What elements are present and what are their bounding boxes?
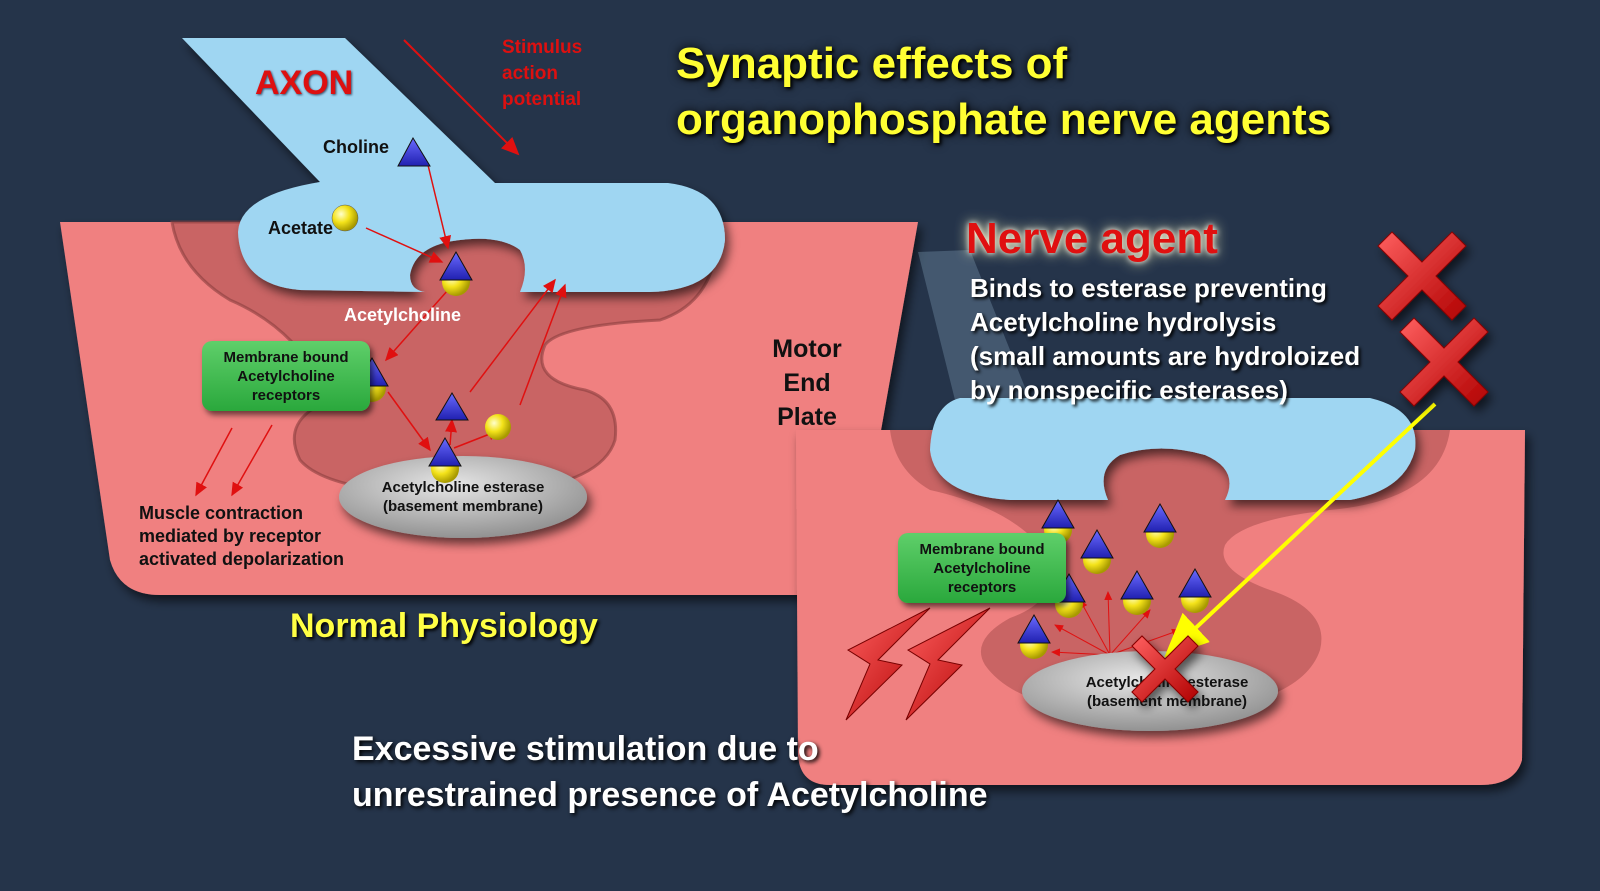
axon-label: AXON [255, 64, 354, 102]
desc-line-4: by nonspecific esterases) [970, 375, 1288, 405]
choline-arrow [427, 164, 452, 250]
page-title: Synaptic effects of organophosphate nerv… [676, 36, 1331, 148]
to-esterase-arrow [387, 391, 431, 452]
receptor-box-agent: Membrane bound Acetylcholine receptors [898, 533, 1066, 603]
muscle-contraction-label: Muscle contraction mediated by receptor … [139, 502, 344, 571]
stimulus-line-1: Stimulus [502, 37, 583, 58]
receptor-line-3: receptors [251, 386, 321, 404]
stimulus-label: Stimulus action potential [502, 35, 582, 113]
axon-terminal-normal [182, 38, 725, 292]
motor-line-3: Plate [777, 403, 837, 431]
acetylcholine-icon-a5 [1120, 569, 1154, 615]
acetylcholine-icon-a7 [1017, 613, 1051, 659]
contraction-arrow-1 [195, 427, 233, 497]
block-x-icon-2 [1399, 317, 1489, 407]
esterase-agent-line-2: (basement membrane) [1086, 693, 1248, 710]
receptor-agent-line-3: receptors [947, 578, 1017, 596]
choline-out-arrow [445, 418, 458, 446]
stimulus-line-3: potential [502, 89, 582, 110]
desc-line-1: Binds to esterase preventing [970, 273, 1327, 303]
free-acetate-icon [485, 414, 511, 440]
acetate-arrow [365, 227, 444, 263]
muscle-line-3: activated depolarization [139, 549, 345, 569]
title-line-1: Synaptic effects of [676, 39, 1068, 88]
acetylcholine-icon [439, 250, 473, 296]
receptor-agent-line-2: Acetylcholine [933, 559, 1031, 577]
esterase-ellipse-normal [339, 456, 587, 538]
desc-line-3: (small amounts are hydroloized [970, 341, 1361, 371]
reuptake-arrow-1 [469, 278, 556, 393]
normal-physiology-caption: Normal Physiology [290, 607, 598, 645]
esterase-label-normal: Acetylcholine esterase (basement membran… [364, 478, 562, 516]
esterase-line-2: (basement membrane) [382, 498, 544, 515]
muscle-line-1: Muscle contraction [139, 503, 304, 523]
axon-terminal-agent [930, 398, 1416, 500]
excess-stimulation-arrows [845, 607, 991, 721]
esterase-label-agent: Acetylcholine esterase (basement membran… [1062, 673, 1272, 711]
free-choline-icon [435, 392, 469, 421]
esterase-line-1: Acetylcholine esterase [381, 479, 545, 496]
motor-line-2: End [783, 369, 831, 397]
muscle-line-2: mediated by receptor [139, 526, 322, 546]
release-arrow [385, 289, 449, 362]
effect-line-1: Excessive stimulation due to [352, 730, 819, 768]
nerve-agent-heading: Nerve agent [966, 214, 1218, 263]
effect-line-2: unrestrained presence of Acetylcholine [352, 776, 988, 814]
desc-line-2: Acetylcholine hydrolysis [970, 307, 1277, 337]
stimulus-arrow [403, 39, 520, 156]
receptor-box-normal: Membrane bound Acetylcholine receptors [202, 341, 370, 411]
reuptake-arrow-2 [519, 283, 567, 406]
title-line-2: organophosphate nerve agents [676, 95, 1332, 144]
block-x-icon-1 [1377, 231, 1467, 321]
motor-end-plate-label: Motor End Plate [762, 332, 852, 434]
acetylcholine-icon-a6 [1178, 567, 1212, 613]
esterase-agent-line-1: Acetylcholine esterase [1085, 674, 1249, 691]
acetate-label: Acetate [268, 218, 334, 238]
acetylcholine-icon-a2 [1080, 528, 1114, 574]
acetylcholine-icon-a3 [1143, 502, 1177, 548]
receptor-line-1: Membrane bound [223, 348, 349, 366]
receptor-agent-line-1: Membrane bound [919, 540, 1045, 558]
choline-icon [397, 136, 431, 167]
receptor-line-2: Acetylcholine [237, 367, 335, 385]
choline-label: Choline [323, 137, 389, 157]
acetylcholine-label: Acetylcholine [344, 305, 462, 325]
nerve-agent-arrow [1164, 402, 1437, 658]
contraction-arrow-2 [231, 424, 273, 497]
stimulus-line-2: action [502, 63, 558, 84]
excessive-stimulation-caption: Excessive stimulation due to unrestraine… [352, 726, 988, 818]
nerve-agent-description: Binds to esterase preventing Acetylcholi… [970, 271, 1360, 407]
motor-line-1: Motor [772, 335, 842, 363]
esterase-bound-acetylcholine-icon [428, 436, 462, 483]
acetate-icon [331, 204, 359, 232]
